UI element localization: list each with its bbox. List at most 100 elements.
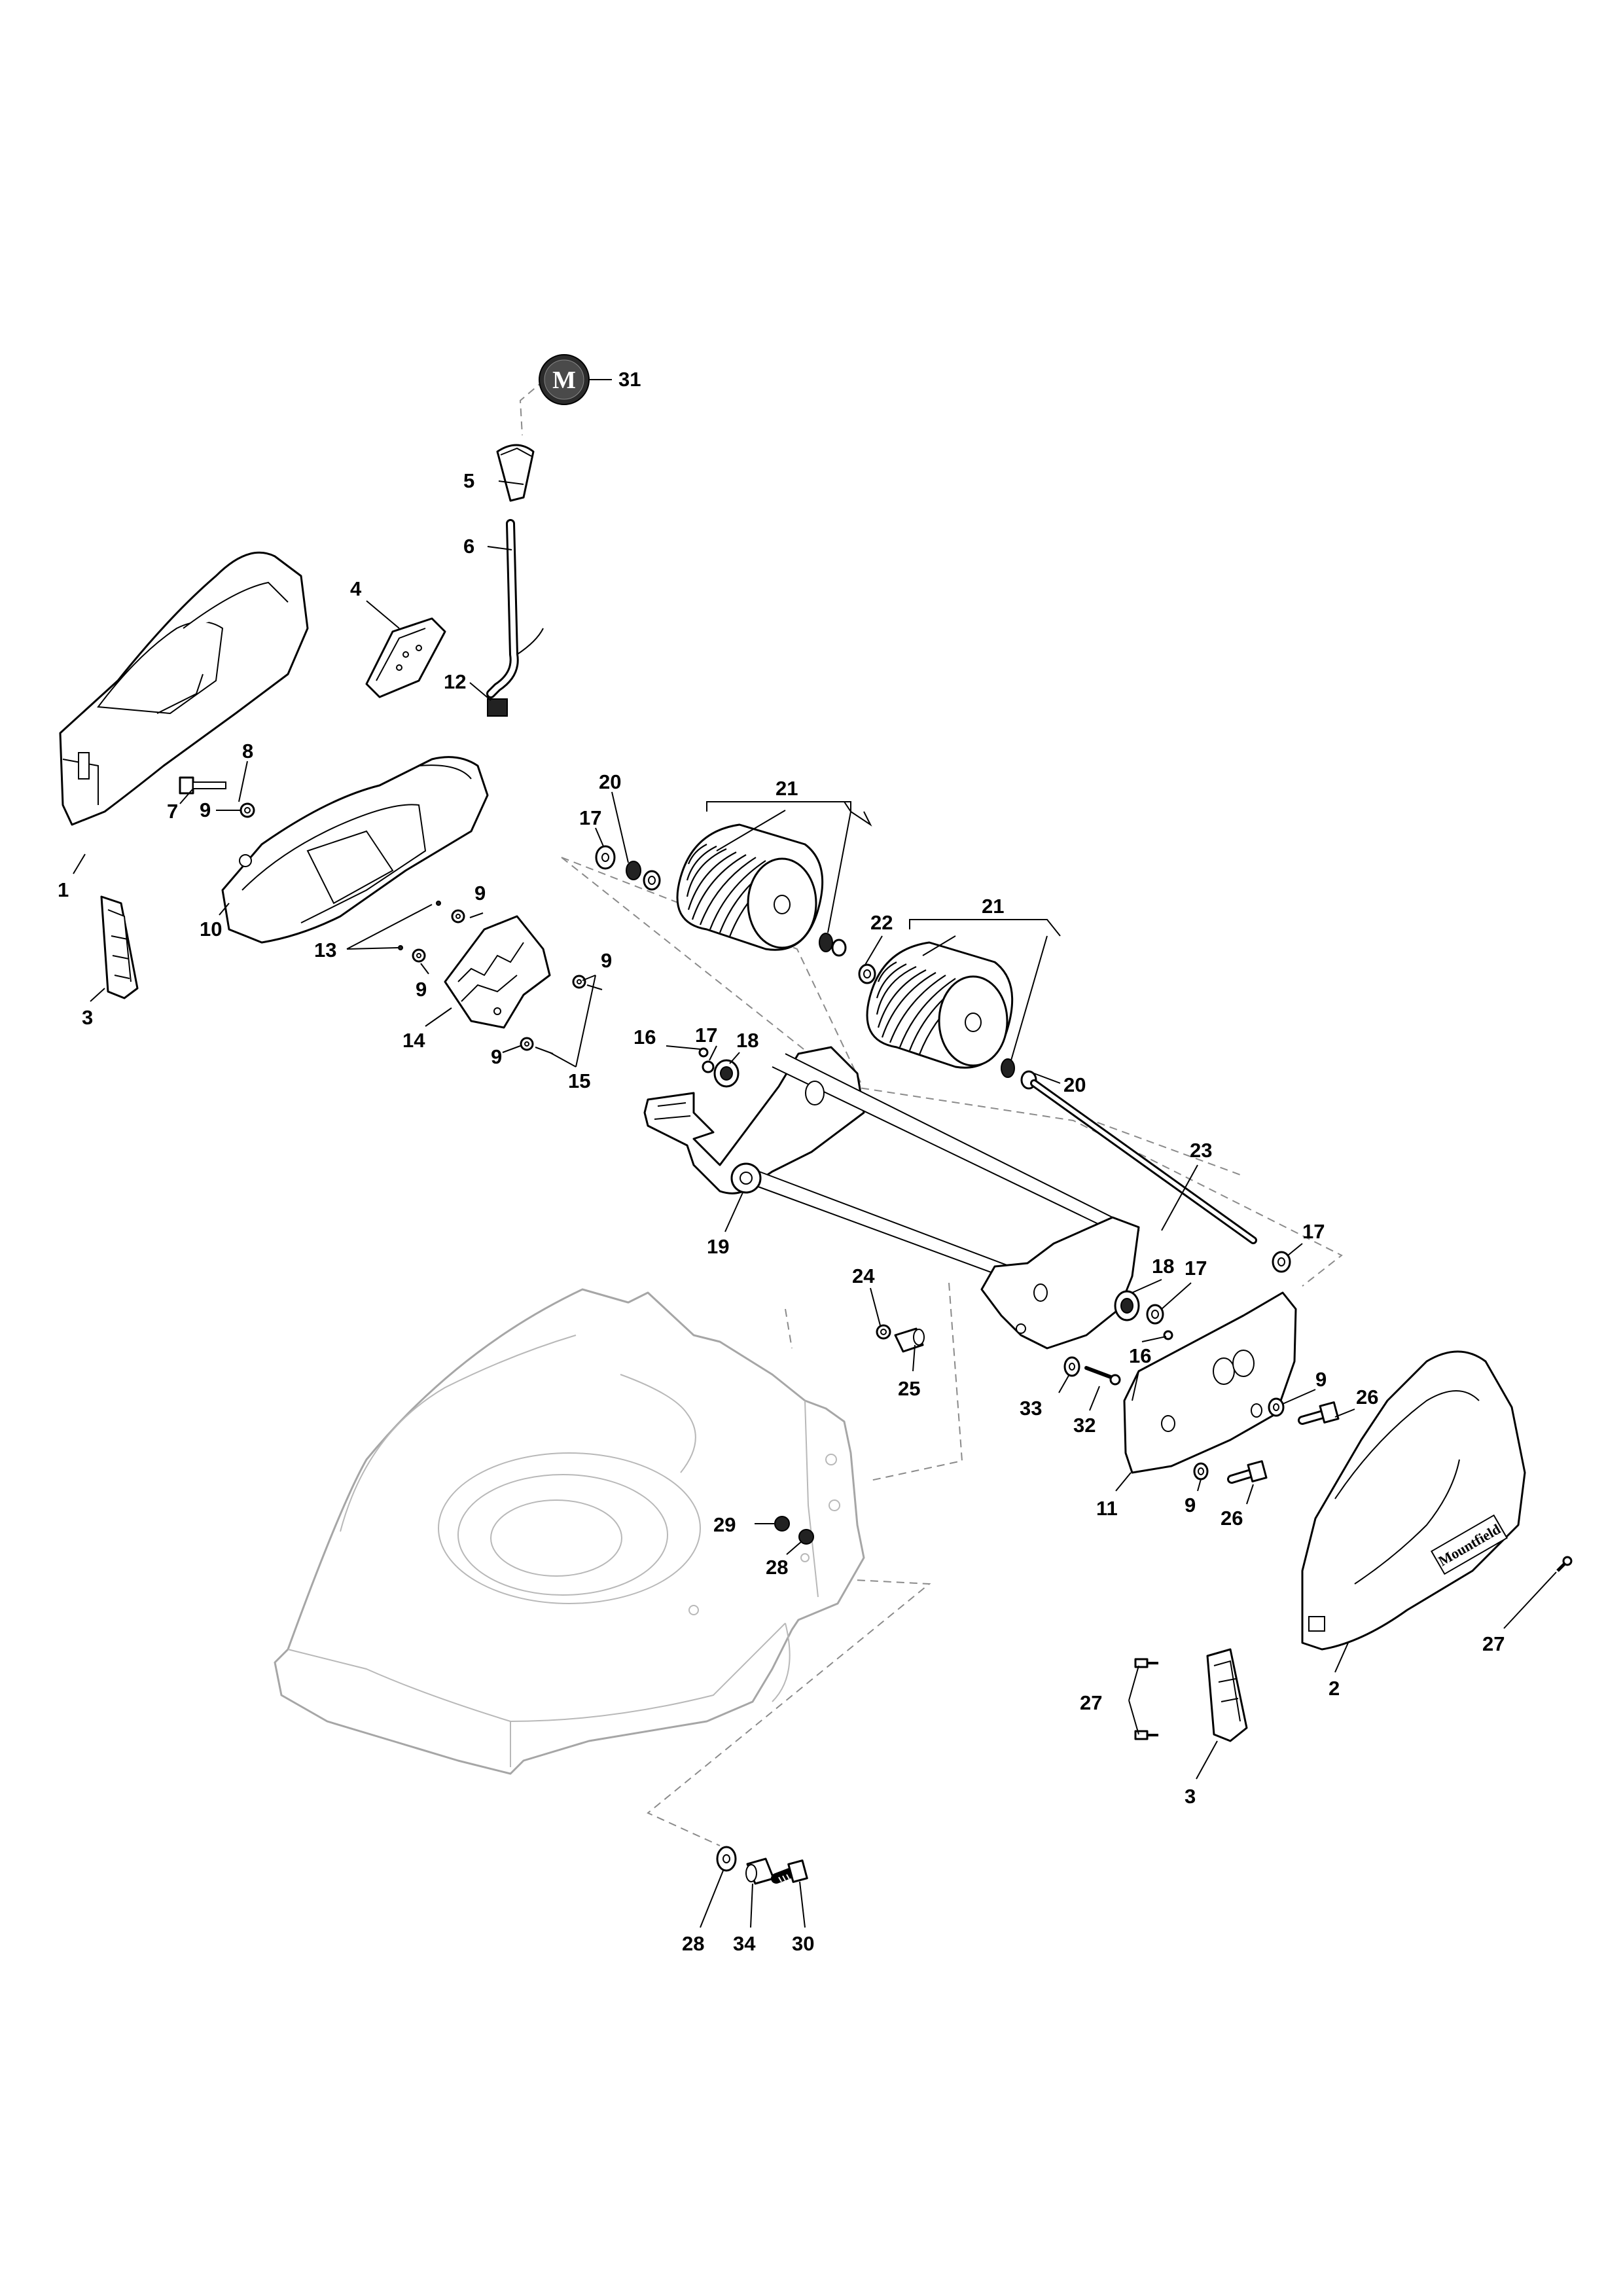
- washer-9-bracket-top: [451, 909, 465, 924]
- bearing-20-roller-left: [626, 861, 661, 891]
- callout-1: 1: [58, 878, 69, 901]
- slider-left: [100, 895, 139, 999]
- callout-16-left: 16: [633, 1026, 656, 1049]
- callout-17-frame-left: 17: [695, 1024, 717, 1047]
- bolt-26-upper: [1298, 1401, 1340, 1425]
- callout-9-upper: 9: [200, 798, 211, 821]
- washer-28-bottom: [716, 1846, 737, 1872]
- callout-26-upper: 26: [1356, 1386, 1378, 1408]
- washer-9-cover-upper: [1268, 1397, 1285, 1417]
- right-inner-cover: [1123, 1291, 1297, 1474]
- bushing-18-left: [713, 1059, 740, 1088]
- callout-34: 34: [733, 1932, 756, 1955]
- washer-28-deck: [798, 1529, 814, 1545]
- roller-group-brackets: [706, 801, 1061, 937]
- callout-25: 25: [898, 1377, 920, 1400]
- callout-4: 4: [350, 577, 362, 600]
- callout-17-roller-left: 17: [579, 806, 601, 829]
- left-inner-housing: [221, 756, 489, 944]
- left-rear-guard: [59, 551, 309, 826]
- bolt-7: [179, 776, 226, 795]
- callout-32: 32: [1073, 1414, 1096, 1437]
- bolt-26-lower: [1227, 1460, 1268, 1484]
- bushing-18-right: [1114, 1290, 1140, 1321]
- axle-23: [1030, 1079, 1257, 1244]
- screw-32: [1084, 1366, 1121, 1386]
- callout-8: 8: [242, 740, 253, 762]
- callout-9-bracket-top: 9: [474, 882, 486, 905]
- handle-knob: [496, 444, 535, 502]
- slider-right: [1206, 1648, 1248, 1742]
- callout-9-bracket-bottom: 9: [491, 1045, 502, 1068]
- callout-3-right: 3: [1185, 1785, 1196, 1808]
- callout-16-right: 16: [1129, 1344, 1151, 1367]
- height-bracket: [444, 915, 551, 1029]
- nut-29: [774, 1516, 790, 1532]
- pin-16-left: [698, 1047, 709, 1058]
- callout-5: 5: [463, 469, 474, 492]
- washer-21-roller1-right: [819, 933, 847, 957]
- callout-22: 22: [870, 911, 893, 934]
- callout-19: 19: [707, 1235, 729, 1258]
- height-adjust-rod: [486, 519, 544, 698]
- callout-20-left: 20: [599, 770, 621, 793]
- logo-badge: M: [539, 354, 590, 405]
- callout-17-axle: 17: [1302, 1220, 1325, 1243]
- mower-deck: [274, 1288, 865, 1775]
- screw-27-lower: [1134, 1730, 1158, 1740]
- callout-15: 15: [568, 1069, 590, 1092]
- callout-3-left: 3: [82, 1006, 93, 1029]
- dashed-guide-lines: [519, 363, 1343, 1846]
- callout-18-right: 18: [1152, 1255, 1174, 1278]
- pin-16-right: [1163, 1330, 1173, 1340]
- nut-24: [876, 1324, 891, 1340]
- screw-27-upper: [1134, 1658, 1158, 1668]
- spacer-34: [745, 1857, 775, 1885]
- callout-23: 23: [1190, 1139, 1212, 1162]
- callout-9-bracket-right: 9: [601, 949, 612, 972]
- washer-9-bracket-bottom: [520, 1037, 554, 1054]
- washer-9-bracket-left: [412, 948, 426, 963]
- washer-17-frame-left: [702, 1060, 715, 1073]
- callout-9-cover-upper: 9: [1315, 1368, 1327, 1391]
- callout-21-left: 21: [776, 777, 798, 800]
- callout-27-left: 27: [1080, 1691, 1102, 1714]
- washer-33: [1063, 1356, 1080, 1377]
- callout-9-cover-lower: 9: [1185, 1494, 1196, 1516]
- callout-28-deck: 28: [766, 1556, 788, 1579]
- callout-17-frame-right: 17: [1185, 1257, 1207, 1280]
- callout-26-lower: 26: [1221, 1507, 1243, 1530]
- washer-9-upper: [240, 802, 255, 818]
- callout-12: 12: [444, 670, 466, 693]
- callout-28-bottom: 28: [682, 1932, 704, 1955]
- washer-17-frame-right: [1146, 1304, 1164, 1325]
- screw-27-right: [1556, 1556, 1573, 1572]
- leader-lines: [73, 379, 1557, 1928]
- callout-20-right: 20: [1063, 1073, 1086, 1096]
- callout-7: 7: [167, 800, 178, 823]
- callout-30: 30: [792, 1932, 814, 1955]
- callout-29: 29: [713, 1513, 736, 1536]
- callout-10: 10: [200, 918, 222, 941]
- washer-17-axle-end: [1272, 1251, 1291, 1273]
- bolt-30: [771, 1859, 808, 1884]
- spring: [487, 698, 508, 717]
- callout-13: 13: [314, 939, 336, 961]
- callout-2: 2: [1329, 1677, 1340, 1700]
- roller-2: [866, 941, 1014, 1069]
- callout-labels: 31 5 6 4 12 8 7 9 1 10 3 13 9 9 14 9 9 1…: [58, 368, 1505, 1955]
- callout-14: 14: [402, 1029, 425, 1052]
- callout-6: 6: [463, 535, 474, 558]
- callout-31: 31: [618, 368, 641, 391]
- callout-21-right: 21: [982, 895, 1004, 918]
- roller-1: [676, 823, 824, 951]
- roller-frame: [643, 1046, 1140, 1350]
- screw-13: [398, 901, 441, 950]
- washer-9-cover-lower: [1193, 1462, 1209, 1480]
- callout-33: 33: [1020, 1397, 1042, 1420]
- washer-17-roller-left: [595, 845, 616, 870]
- callout-18-left: 18: [736, 1029, 758, 1052]
- spacer-25: [894, 1327, 925, 1353]
- callout-9-bracket-left: 9: [416, 978, 427, 1001]
